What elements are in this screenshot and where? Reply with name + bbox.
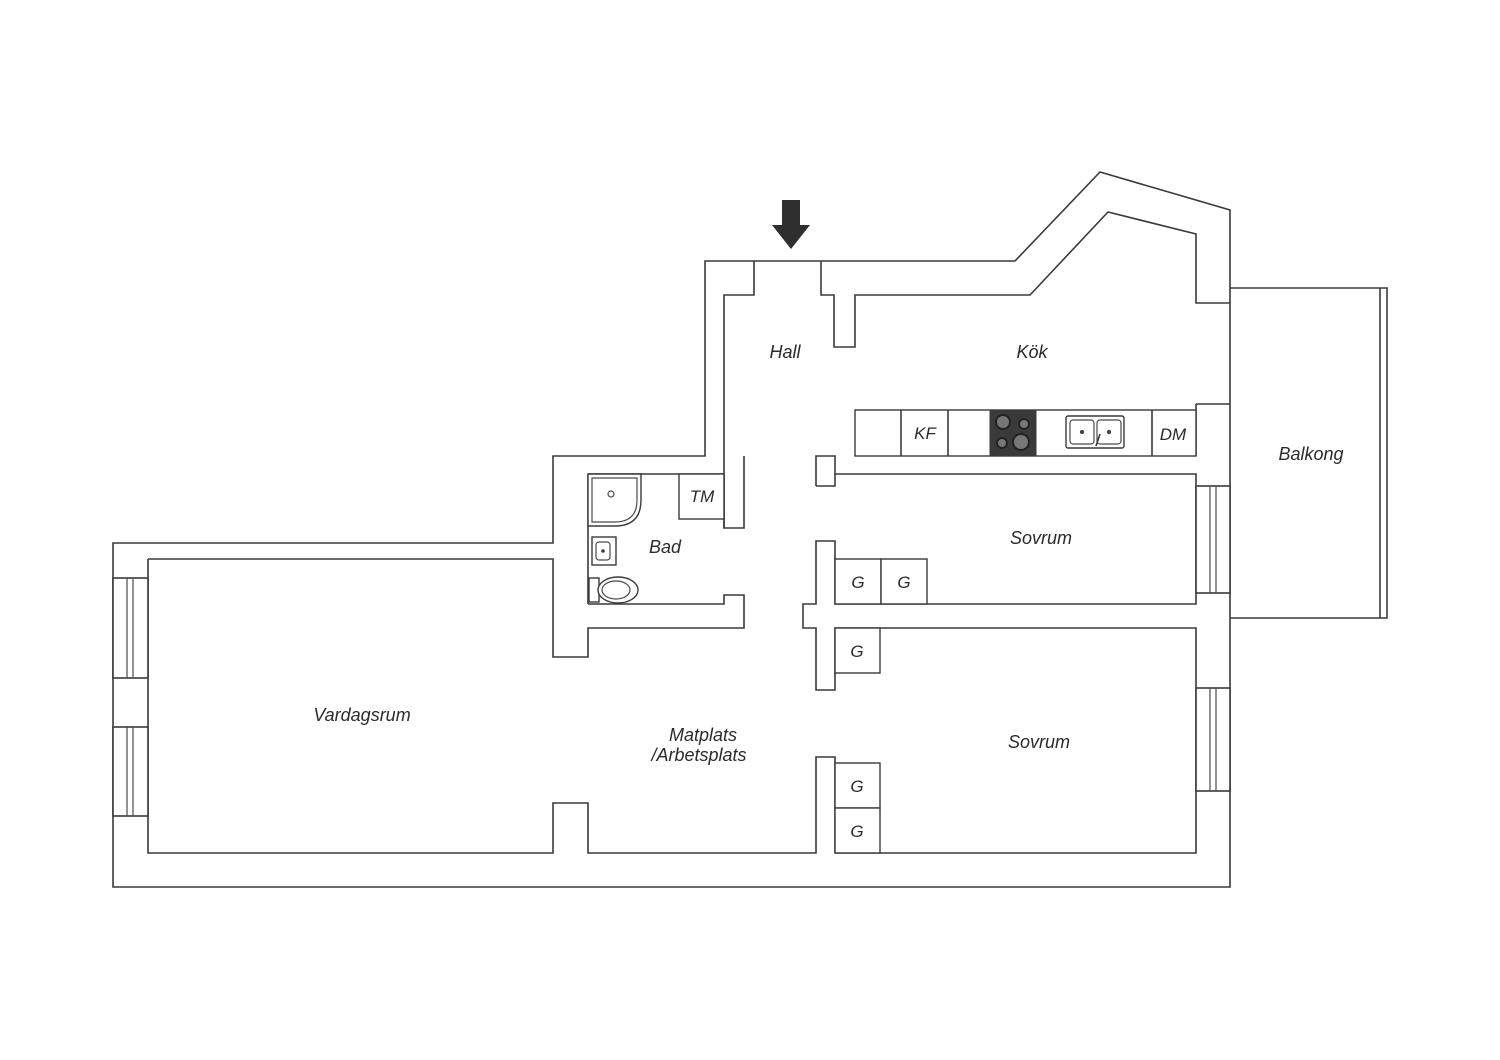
room-label-sovrum-1: Sovrum xyxy=(1010,528,1072,548)
toilet-icon xyxy=(588,576,639,604)
room-label-balkong: Balkong xyxy=(1278,444,1343,464)
fixture-label-tm: TM xyxy=(690,487,715,506)
wardrobe-label: G xyxy=(851,573,864,592)
room-label-hall: Hall xyxy=(769,342,801,362)
washbasin-icon xyxy=(591,536,617,566)
balcony xyxy=(1230,287,1388,619)
fixture-label-kf: KF xyxy=(914,424,937,443)
room-label-matplats: Matplats xyxy=(669,725,737,745)
room-label-bad: Bad xyxy=(649,537,682,557)
room-label-arbetsplats: /Arbetsplats xyxy=(649,745,746,765)
wardrobe-label: G xyxy=(850,822,863,841)
room-label-kok: Kök xyxy=(1016,342,1048,362)
wardrobe-label: G xyxy=(850,642,863,661)
room-label-vardagsrum: Vardagsrum xyxy=(313,705,410,725)
wardrobe-label: G xyxy=(850,777,863,796)
arrow-down-icon xyxy=(772,200,810,249)
sink-icon xyxy=(1065,415,1125,449)
wardrobe-label: G xyxy=(897,573,910,592)
wardrobes xyxy=(834,558,928,854)
windows xyxy=(112,485,1231,817)
stove-icon xyxy=(989,409,1037,457)
bathroom-fixtures xyxy=(587,473,725,604)
exterior-walls xyxy=(112,171,1231,888)
room-label-sovrum-2: Sovrum xyxy=(1008,732,1070,752)
fixture-label-dm: DM xyxy=(1160,425,1187,444)
kitchen-counter xyxy=(854,409,1197,457)
shower-icon xyxy=(587,473,642,527)
